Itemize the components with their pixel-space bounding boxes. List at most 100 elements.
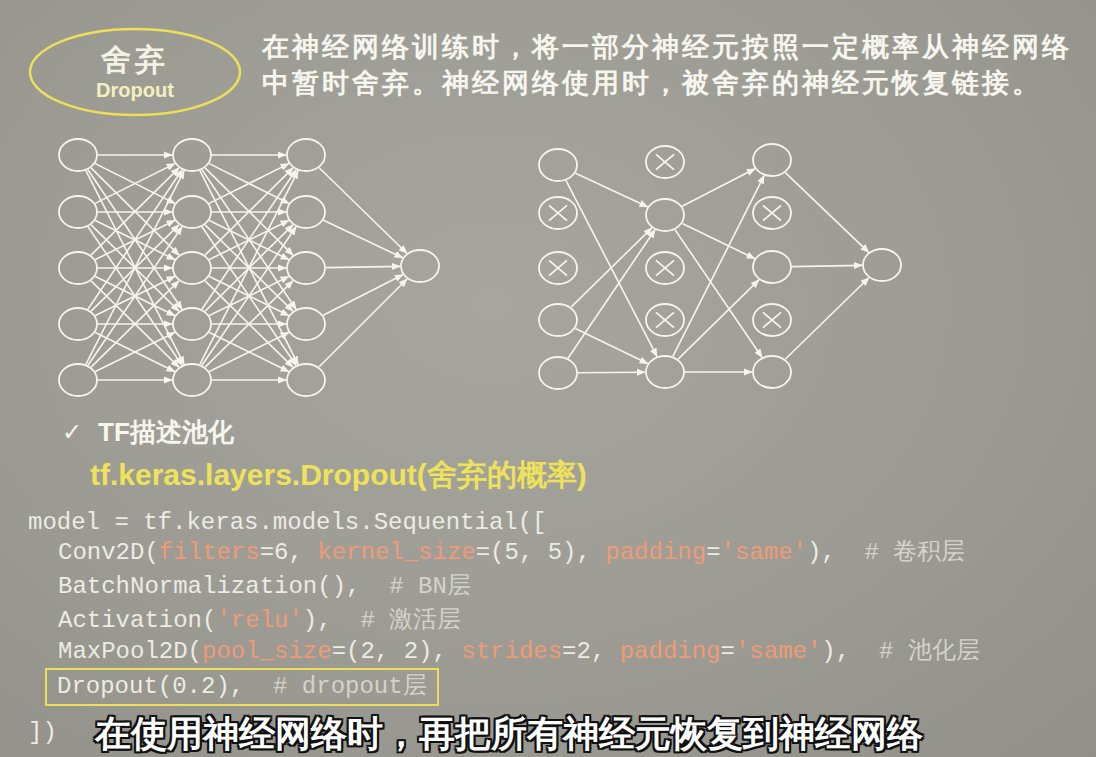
synapse-arrow [326,266,400,267]
dropout-network [539,144,901,389]
code-token: =(5, 5), [476,538,591,568]
neuron [287,139,325,171]
code-line: BatchNormalization(), # BN层 [58,572,471,602]
synapse-arrow [319,168,407,253]
synapse-arrow [205,168,293,255]
neuron [753,251,791,283]
code-comment: # 卷积层 [865,538,966,568]
dropped-neuron [646,252,684,284]
synapse-arrow [568,230,655,359]
synapse-arrow [675,230,762,358]
code-keyword: kernel_size [317,538,475,568]
synapse-arrow [88,170,182,310]
neuron [539,357,577,389]
synapse-arrow [91,168,179,255]
highlight-box: Dropout(0.2),# dropout层 [45,668,439,706]
dropped-neuron [753,304,791,336]
synapse-arrow [88,227,182,366]
dropped-neuron [539,252,577,284]
synapse-arrow [91,168,179,255]
synapse-arrow [202,227,296,366]
code-comment: # BN层 [389,572,471,602]
synapse-arrow [91,281,179,367]
code-keyword: strides [461,637,562,667]
neuron [287,252,325,284]
code-token: MaxPool2D( [58,637,202,667]
neuron [59,308,97,340]
synapse-arrow [95,333,174,372]
neuron [401,250,439,282]
code-line: ]) [28,718,57,748]
code-token: Activation( [58,606,216,636]
synapse-arrow [319,279,407,367]
section-heading: TF描述池化 [98,414,234,450]
api-signature: tf.keras.layers.Dropout(舍弃的概率) [90,456,587,494]
dropped-neuron [753,197,791,229]
dropped-neuron [646,146,684,178]
code-keyword: padding [605,538,706,568]
code-token: ]) [28,718,57,748]
synapse-arrow [576,173,648,207]
dropped-neuron [539,197,577,229]
code-line: Activation('relu'), # 激活层 [58,606,461,636]
code-line: Conv2D(filters=6,kernel_size=(5, 5),padd… [58,538,965,568]
synapse-arrow [202,170,296,310]
code-comment: # 池化层 [879,637,980,667]
synapse-arrow [792,265,862,266]
synapse-arrow [578,371,645,373]
synapse-arrow [673,176,764,357]
neuron [753,144,791,176]
synapse-arrow [785,278,869,359]
full-network [59,139,439,396]
neuron [59,139,97,171]
code-keyword: filters [159,538,260,568]
synapse-arrow [678,280,759,359]
synapse-arrow [202,227,296,366]
synapse-arrow [88,170,182,310]
neuron [173,364,211,396]
code-token: ), [303,606,332,636]
synapse-arrow [212,379,286,381]
code-token: =(2, 2), [332,637,447,667]
synapse-arrow [205,281,293,367]
synapse-arrow [682,223,754,258]
neuron [173,139,211,171]
code-token: BatchNormalization(), [58,572,360,602]
synapse-arrow [209,333,288,372]
synapse-arrow [205,168,293,255]
neuron [753,356,791,388]
neuron [539,304,577,336]
neuron [646,199,684,231]
synapse-arrow [682,169,755,206]
neuron [59,364,97,396]
code-line: MaxPool2D(pool_size=(2, 2),strides=2,pad… [58,637,980,667]
topic-subtitle: Dropout [96,78,174,102]
code-keyword: 'same' [735,637,821,667]
code-comment: # 激活层 [360,606,461,636]
synapse-arrow [91,281,179,367]
topic-title: 舍弃 [101,42,169,78]
neuron [646,356,684,388]
neuron [287,196,325,228]
code-keyword: 'same' [721,538,807,568]
code-token: Conv2D( [58,538,159,568]
definition-text: 在神经网络训练时，将一部分神经元按照一定概率从神经网络中暂时舍弃。神经网络使用时… [262,29,1086,101]
code-token: model = tf.keras.models.Sequential([ [28,508,546,538]
neuron [287,308,325,340]
code-keyword: 'relu' [216,606,302,636]
code-token: = [706,538,720,568]
neuron [863,249,901,281]
synapse-arrow [98,154,172,156]
dropped-neuron [646,304,684,336]
check-mark: ✓ [62,414,82,450]
code-token: =2, [562,637,605,667]
neuron [59,196,97,228]
code-token: ), [821,637,850,667]
synapse-arrow [785,173,868,253]
code-token: = [721,637,735,667]
neuron [287,364,325,396]
code-token: ), [807,538,836,568]
synapse-arrow [685,371,752,373]
code-line: model = tf.keras.models.Sequential([ [28,508,546,538]
